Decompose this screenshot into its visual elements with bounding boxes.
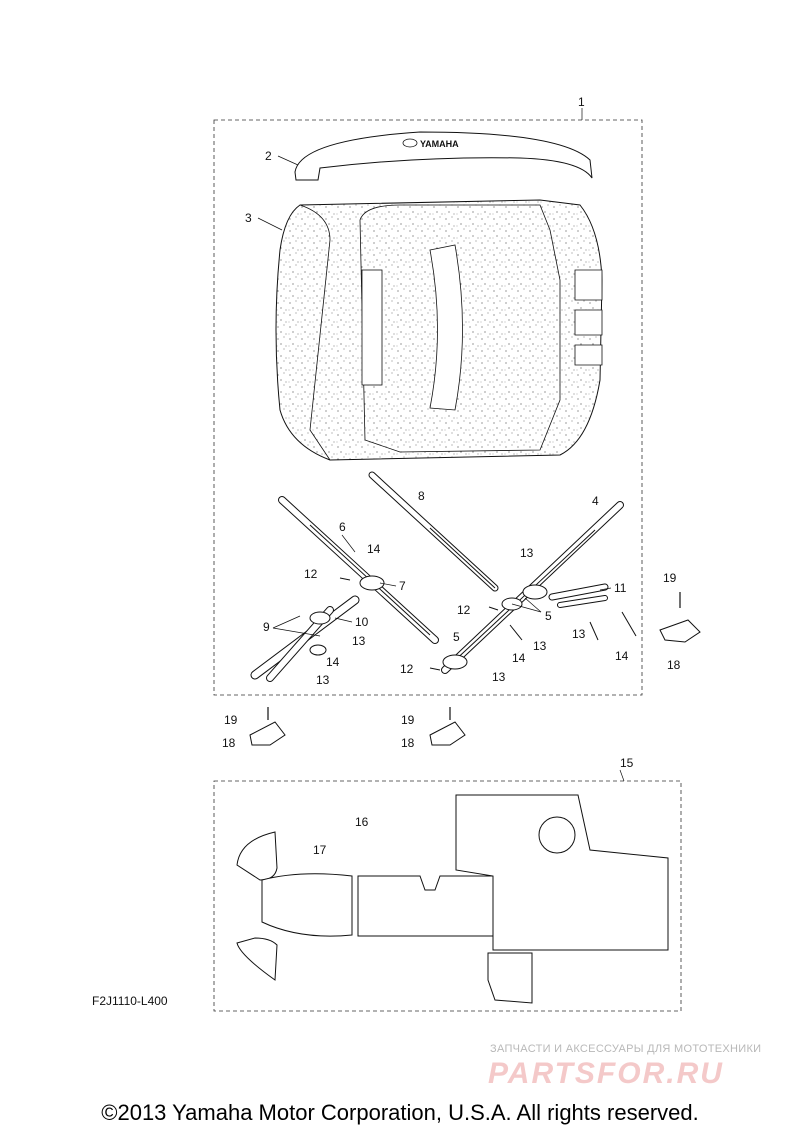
cover-mat-part [275, 199, 603, 461]
bumper-brand-text: YAMAHA [420, 139, 459, 149]
callout-6: 6 [339, 520, 346, 534]
callout-5b: 5 [453, 630, 460, 644]
pole-joints [309, 575, 548, 670]
screws [267, 592, 681, 720]
callout-11: 11 [614, 581, 627, 595]
kit-frame-upper [213, 119, 643, 696]
copyright-notice: ©2013 Yamaha Motor Corporation, U.S.A. A… [101, 1100, 699, 1125]
callout-18b: 18 [222, 736, 236, 750]
callout-14c: 14 [512, 651, 526, 665]
callout-7: 7 [399, 579, 406, 593]
bumper-strip-part: YAMAHA [294, 131, 593, 181]
callout-13d: 13 [352, 634, 366, 648]
callout-labels: 1 2 3 4 5 5 6 7 8 9 10 11 12 12 12 13 13… [222, 95, 681, 857]
mount-brackets [249, 619, 701, 746]
kit-frame-lower [213, 780, 682, 1012]
support-pole-part [368, 471, 499, 592]
callout-10: 10 [355, 615, 369, 629]
callout-5a: 5 [545, 609, 552, 623]
callout-13c: 13 [572, 627, 586, 641]
watermark-tagline: ЗАПЧАСТИ И АКСЕССУАРЫ ДЛЯ МОТОТЕХНИКИ [490, 1043, 762, 1055]
connector-rod-part [548, 583, 609, 608]
callout-19c: 19 [401, 713, 415, 727]
callout-12a: 12 [304, 567, 318, 581]
callout-1: 1 [578, 95, 585, 109]
callout-3: 3 [245, 211, 252, 225]
callout-19a: 19 [663, 571, 677, 585]
hardware-clips [339, 577, 637, 671]
callout-13e: 13 [316, 673, 330, 687]
callout-12c: 12 [400, 662, 414, 676]
callout-15: 15 [620, 756, 634, 770]
callout-13b: 13 [533, 639, 547, 653]
callout-4: 4 [592, 494, 599, 508]
callout-19b: 19 [224, 713, 238, 727]
callout-13f: 13 [492, 670, 506, 684]
callout-16: 16 [355, 815, 369, 829]
callout-14b: 14 [326, 655, 340, 669]
leader-lines [257, 108, 625, 782]
callout-13a: 13 [520, 546, 534, 560]
callout-2: 2 [265, 149, 272, 163]
callout-12b: 12 [457, 603, 471, 617]
callout-18a: 18 [667, 658, 681, 672]
callout-9: 9 [263, 620, 270, 634]
watermark-logo: PARTSFOR.RU [488, 1057, 724, 1090]
callout-14a: 14 [367, 542, 381, 556]
floor-mat-set [236, 794, 669, 1004]
callout-18c: 18 [401, 736, 415, 750]
callout-8: 8 [418, 489, 425, 503]
callout-14d: 14 [615, 649, 629, 663]
callout-17: 17 [313, 843, 327, 857]
figure-code: F2J1110-L400 [92, 994, 168, 1008]
short-poles-part [250, 595, 360, 682]
